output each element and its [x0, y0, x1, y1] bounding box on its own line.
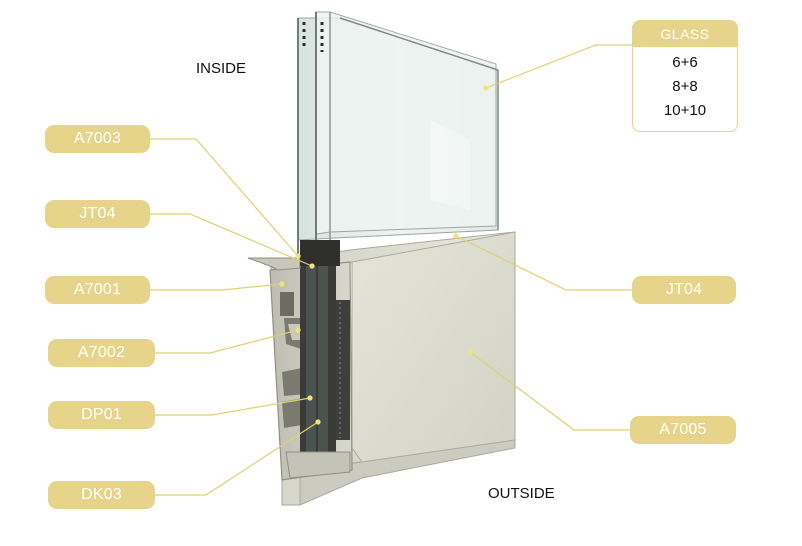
glass-option: 10+10 [663, 102, 707, 119]
leader-line-jt04-right [455, 235, 632, 291]
leader-line-dp01 [155, 397, 311, 416]
inside-label: INSIDE [196, 60, 247, 77]
glass-option: 8+8 [672, 78, 698, 95]
leader-line-dk03 [155, 421, 319, 496]
leader-line-jt04-left [150, 213, 313, 267]
glass-panel [297, 11, 499, 262]
glass-option: 6+6 [672, 54, 698, 71]
part-tag-dp01: DP01 [48, 401, 155, 429]
leader-line-a7003 [150, 138, 299, 257]
leader-line-a7001 [150, 283, 283, 291]
outside-label: OUTSIDE [488, 485, 555, 502]
base-profile [247, 231, 516, 506]
part-tag-dk03: DK03 [48, 481, 155, 509]
leader-lines [150, 44, 632, 496]
part-tag-jt04-right: JT04 [632, 276, 736, 304]
leader-line-glass [485, 44, 632, 89]
part-tag-jt04-left: JT04 [45, 200, 150, 228]
glass-title: GLASS [633, 21, 737, 47]
part-tag-a7003: A7003 [45, 125, 150, 153]
part-tag-a7001: A7001 [45, 276, 150, 304]
glass-options-box: GLASS 6+6 8+8 10+10 [632, 20, 738, 132]
leader-line-a7005 [469, 351, 632, 431]
leader-line-a7002 [155, 329, 299, 354]
part-tag-a7005: A7005 [630, 416, 736, 444]
part-tag-a7002: A7002 [48, 339, 155, 367]
leader-dots [279, 85, 489, 425]
